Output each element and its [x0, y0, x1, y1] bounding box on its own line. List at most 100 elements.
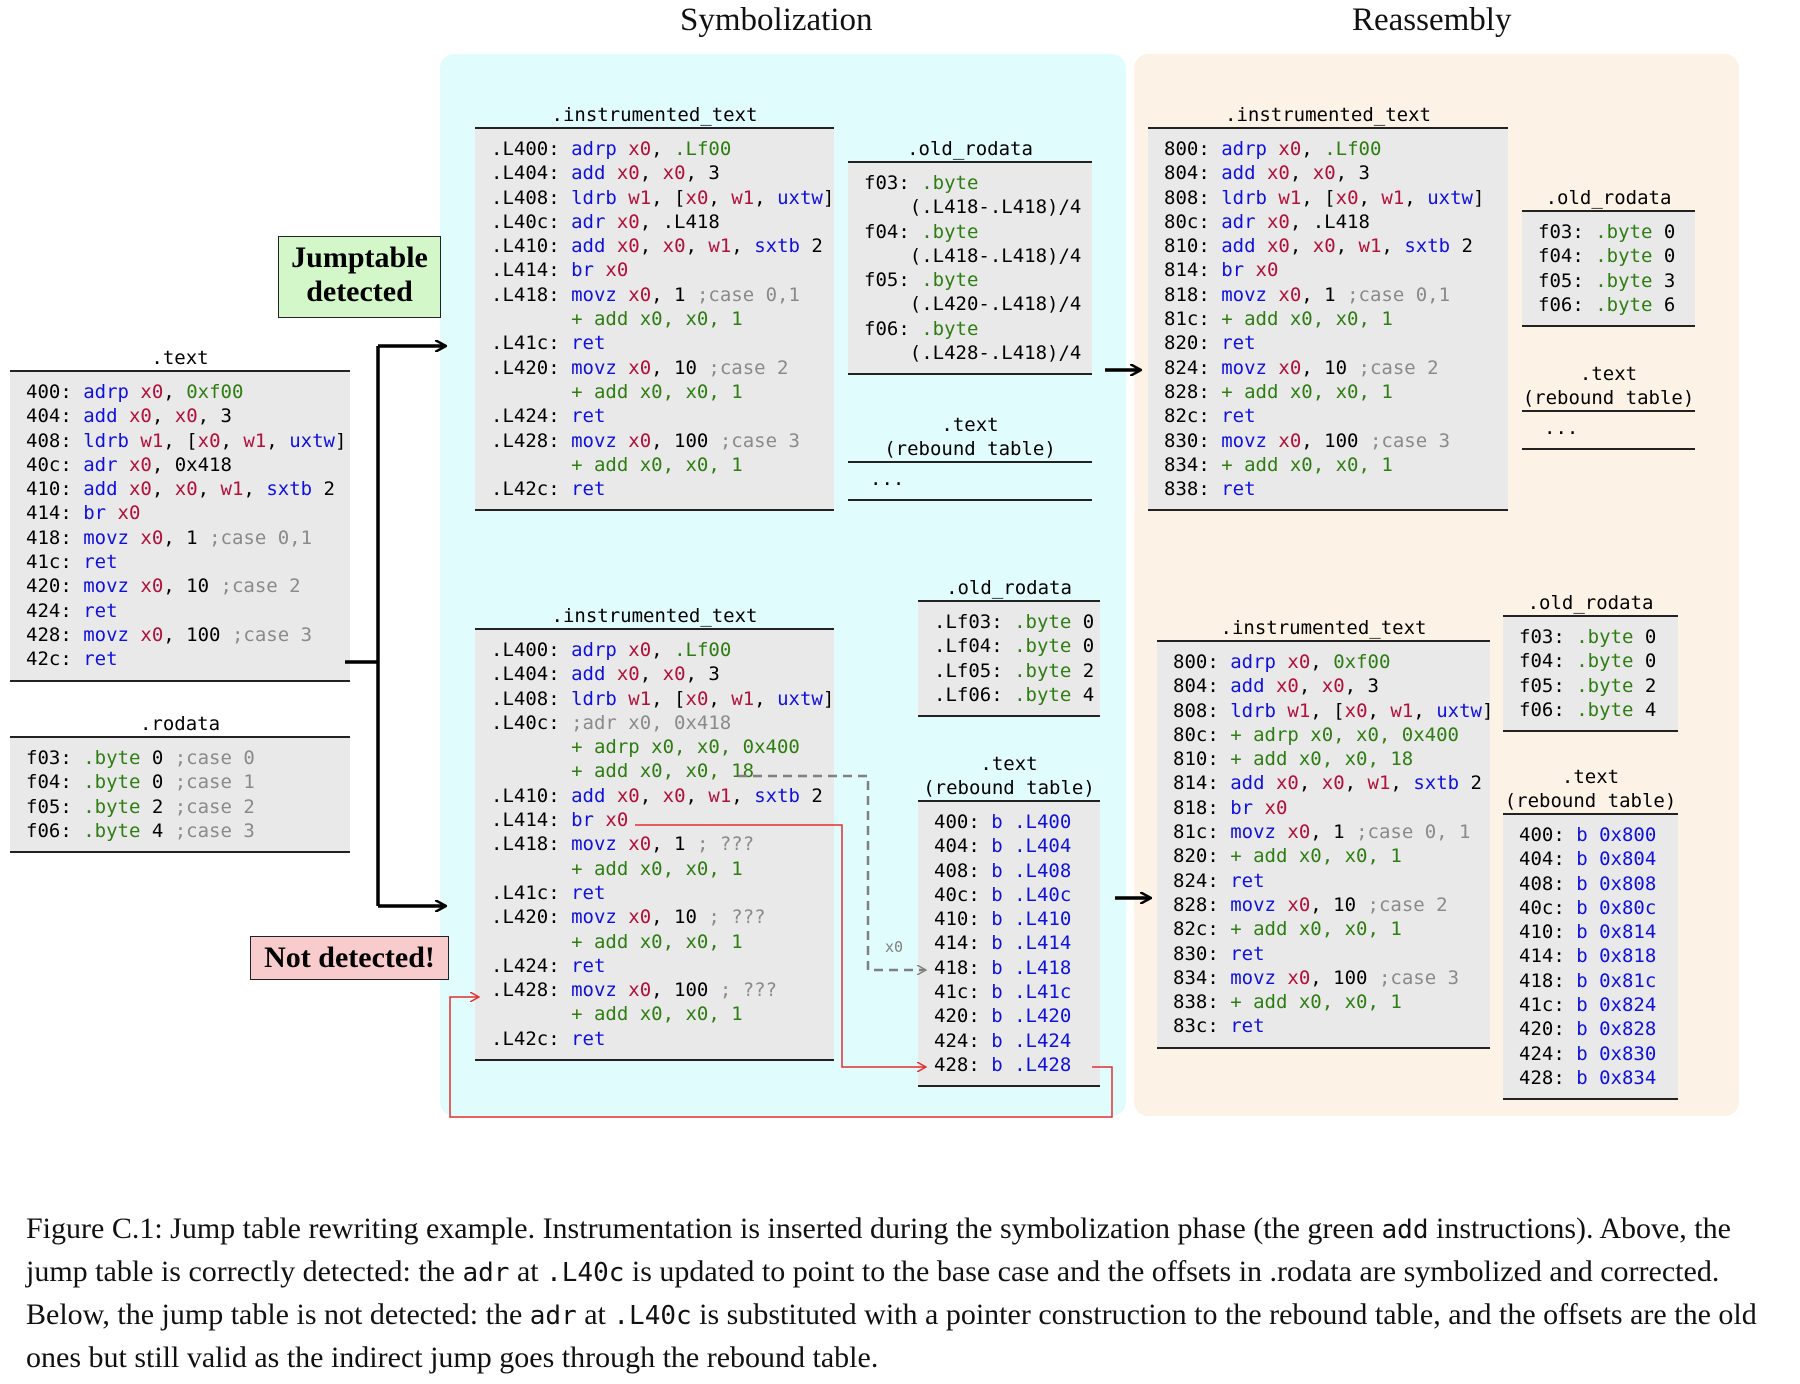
code-token: b [1576, 1066, 1600, 1089]
code-line: 414: b 0x818 [1519, 944, 1662, 968]
code-token: , 100 [1301, 429, 1370, 452]
code-line: 400: b 0x800 [1519, 823, 1662, 847]
code-token: adrp [1230, 651, 1288, 673]
code-line: .L40c: ;adr x0, 0x418 [491, 711, 818, 735]
code-token: 814: [1173, 772, 1231, 795]
code-token: b [991, 981, 1015, 1004]
code-line: f05: .byte 2 [1519, 674, 1662, 698]
symbolization-top-rebound-table: .text (rebound table)... [848, 413, 1092, 502]
code-token: b [991, 811, 1015, 833]
code-token: .Lf04: [934, 635, 1015, 658]
code-line: 820: + add x0, x0, 1 [1173, 844, 1474, 868]
code-line: 41c: b .L41c [934, 980, 1084, 1004]
x0-label: x0 [885, 938, 903, 956]
code-token: , [1344, 772, 1368, 795]
code-token: .byte [1014, 611, 1083, 633]
code-token: .L408: [491, 186, 572, 209]
code-line: 828: movz x0, 10 ;case 2 [1173, 893, 1474, 917]
code-token: sxtb [266, 478, 324, 501]
code-token: f04: [1538, 245, 1596, 268]
code-line: .L410: add x0, x0, w1, sxtb 2 [491, 784, 823, 808]
code-token: ; ??? [708, 906, 766, 929]
code-token: , [651, 138, 675, 160]
code-line: 414: br x0 [26, 501, 334, 525]
code-line: f03: .byte 0 [1519, 625, 1662, 649]
code-line: 82c: + add x0, x0, 1 [1173, 917, 1474, 941]
code-token: x0 [616, 162, 640, 185]
code-token: uxtw [777, 687, 823, 710]
code-token: .L400 [1014, 811, 1072, 833]
code-line: 804: add x0, x0, 3 [1164, 161, 1492, 185]
code-token: , [ [163, 429, 198, 452]
code-token: 418: [26, 526, 84, 549]
code-token: + add x0, x0, 1 [571, 1003, 743, 1026]
code-token: .L404: [491, 162, 572, 185]
code-token: 2 [1082, 659, 1095, 682]
code-token: ret [571, 881, 606, 904]
code-token: , [266, 429, 290, 452]
code-token: movz [1230, 893, 1288, 916]
code-token: x0 [128, 478, 152, 501]
code-token: 424: [26, 599, 84, 622]
code-line: 408: b 0x808 [1519, 872, 1662, 896]
code-token: ret [83, 599, 118, 622]
code-token: 804: [1164, 162, 1222, 185]
code-token: .byte [83, 819, 152, 842]
code-token: , 10 [163, 575, 221, 598]
code-token: .L410: [491, 784, 572, 807]
code-token: + add x0, x0, 1 [571, 857, 743, 880]
section-title: .instrumented_text [551, 104, 758, 126]
code-token: .L418: [491, 833, 572, 856]
code-token: + add x0, x0, 18 [1230, 748, 1414, 771]
code-line: .L428: movz x0, 100 ; ??? [491, 978, 818, 1002]
code-token: , 3 [1344, 675, 1379, 698]
section-title: .instrumented_text [551, 605, 758, 627]
code-token: 800: [1173, 651, 1231, 673]
code-token: b [991, 1029, 1015, 1052]
code-token: b [991, 859, 1015, 882]
code-line: .L418: movz x0, 1 ; ??? [491, 832, 818, 856]
symbolization-bottom-old-rodata: .old_rodata.Lf03: .byte 0.Lf04: .byte 0.… [918, 576, 1100, 718]
code-token: 420: [1519, 1018, 1577, 1041]
code-token: x0 [616, 210, 640, 233]
code-line: + add x0, x0, 1 [491, 307, 818, 331]
code-token: , [220, 429, 244, 452]
code-token: 824: [1173, 869, 1231, 892]
section-title: .old_rodata [907, 138, 1033, 160]
code-token: x0 [140, 381, 164, 403]
code-token: 834: [1173, 966, 1231, 989]
code-token: 0 [151, 771, 175, 794]
code-token: .L418 [1014, 956, 1072, 979]
code-line: 800: adrp x0, .Lf00 [1164, 137, 1492, 161]
code-token: add [83, 405, 129, 428]
code-token: .L41c [1014, 981, 1072, 1004]
code-token: 820: [1164, 332, 1222, 355]
code-token: x0 [605, 259, 629, 282]
code-token: ;case 3 [174, 819, 255, 842]
code-token: 81c: [1173, 821, 1231, 844]
code-line: .L414: br x0 [491, 258, 818, 282]
code-token: .L424: [491, 405, 572, 428]
code-token: 818: [1173, 796, 1231, 819]
code-token: 0x81c [1599, 969, 1657, 992]
code-token: adrp [571, 639, 629, 661]
code-token: .byte [921, 317, 979, 340]
code-token: .L420: [491, 356, 572, 379]
code-token: , [731, 235, 755, 258]
code-token: 828: [1164, 380, 1222, 403]
code-line: .Lf06: .byte 4 [934, 683, 1094, 707]
code-token: ;case 0,1 [696, 283, 800, 306]
code-token: ret [1230, 942, 1265, 965]
code-token: 40c: [1519, 896, 1577, 919]
code-token: x0 [174, 478, 198, 501]
caption-text: at [509, 1255, 547, 1288]
code-token: x0 [1312, 162, 1336, 185]
code-token: ;case 0,1 [209, 526, 313, 549]
code-token: x0 [1266, 210, 1290, 233]
code-token: x0 [1321, 675, 1345, 698]
code-token: f04: [1519, 650, 1577, 673]
code-line: 428: movz x0, 100 ;case 3 [26, 623, 334, 647]
code-line: .L408: ldrb w1, [x0, w1, uxtw] [491, 186, 834, 210]
